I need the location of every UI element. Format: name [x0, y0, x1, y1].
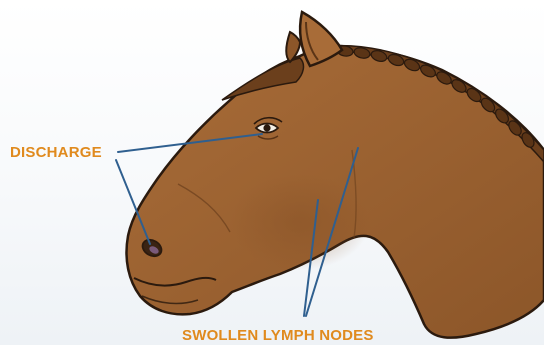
- label-discharge: DISCHARGE: [10, 144, 102, 161]
- label-swollen-lymph-nodes: SWOLLEN LYMPH NODES: [182, 327, 374, 344]
- jowl-shading: [230, 174, 370, 270]
